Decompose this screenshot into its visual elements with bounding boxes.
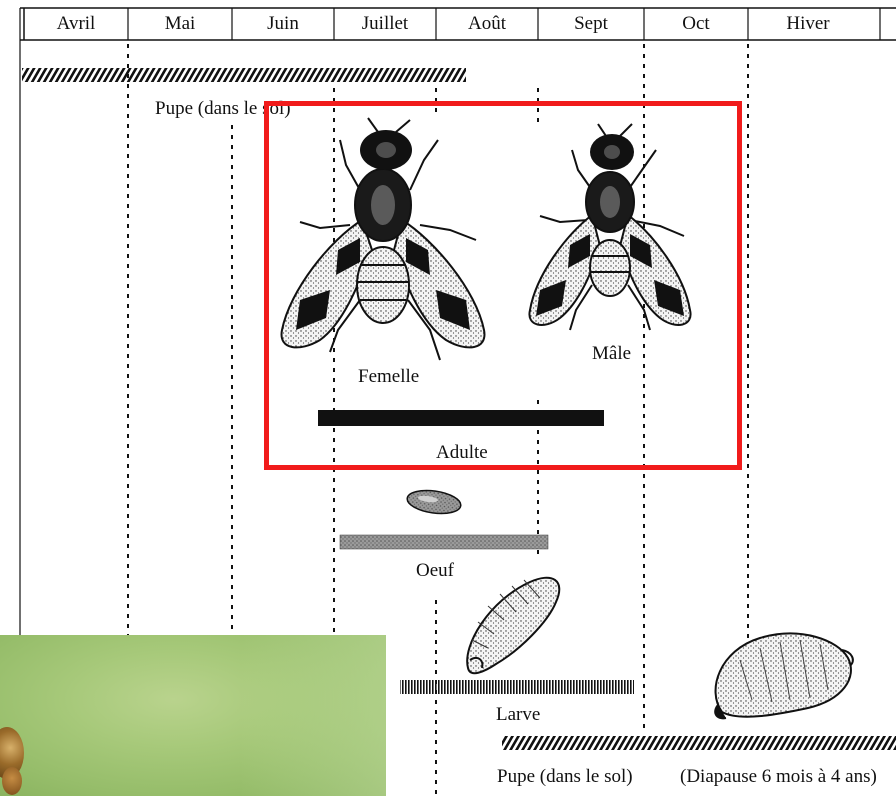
pupe-top-bar (22, 68, 466, 82)
photo-haze (240, 635, 386, 796)
label-diapause: (Diapause 6 mois à 4 ans) (680, 766, 877, 788)
larve-bar (400, 680, 634, 694)
insect-blur-2 (2, 767, 22, 795)
oeuf-bar (340, 535, 548, 549)
label-pupe-bottom: Pupe (dans le sol) (497, 766, 633, 788)
adult-highlight-box (264, 101, 742, 470)
egg-drawing (406, 487, 463, 516)
larva-drawing (467, 578, 559, 673)
pupe-bottom-bar (502, 736, 896, 750)
label-oeuf: Oeuf (416, 560, 454, 582)
photo-thumbnail (0, 635, 386, 796)
pupa-drawing (715, 634, 853, 719)
label-larve: Larve (496, 704, 540, 726)
